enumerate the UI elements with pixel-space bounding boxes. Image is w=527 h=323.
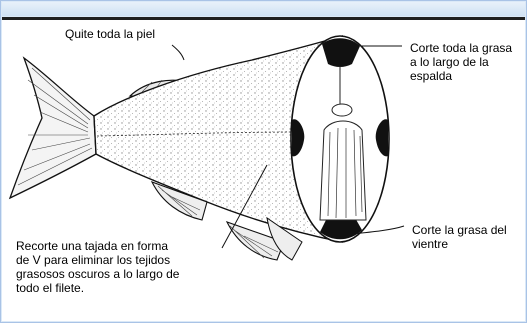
tail-fin (8, 56, 97, 200)
frame-top-bar (2, 2, 525, 16)
label-belly-fat-line2: vientre (412, 237, 449, 251)
fish-drawing (8, 35, 405, 261)
label-belly-fat-line1: Corte la grasa del (412, 223, 507, 237)
lower-fins (150, 181, 303, 261)
label-back-fat-line3: espalda (410, 69, 453, 83)
left-lateral-fat (292, 119, 305, 157)
belly-fat-zone (320, 216, 362, 240)
cross-section (290, 35, 390, 243)
pointer-lines (171, 44, 405, 249)
label-back-fat-line1: Corte toda la grasa (410, 41, 513, 55)
right-lateral-fat (375, 119, 388, 157)
back-fat-zone (322, 38, 360, 67)
label-v-cut-line1: Recorte una tajada en forma (16, 239, 169, 253)
fish-body (93, 35, 343, 243)
label-back-fat-line2: a lo largo de la (410, 55, 489, 69)
label-v-cut-line2: de V para eliminar los tejidos (16, 253, 171, 267)
label-v-cut-line4: todo el filete. (16, 281, 85, 295)
label-skin: Quite toda la piel (65, 27, 156, 41)
label-v-cut-line3: grasosos oscuros a lo largo de (16, 267, 180, 281)
diagram-panel: Quite toda la piel Corte toda la grasa a… (2, 17, 525, 321)
